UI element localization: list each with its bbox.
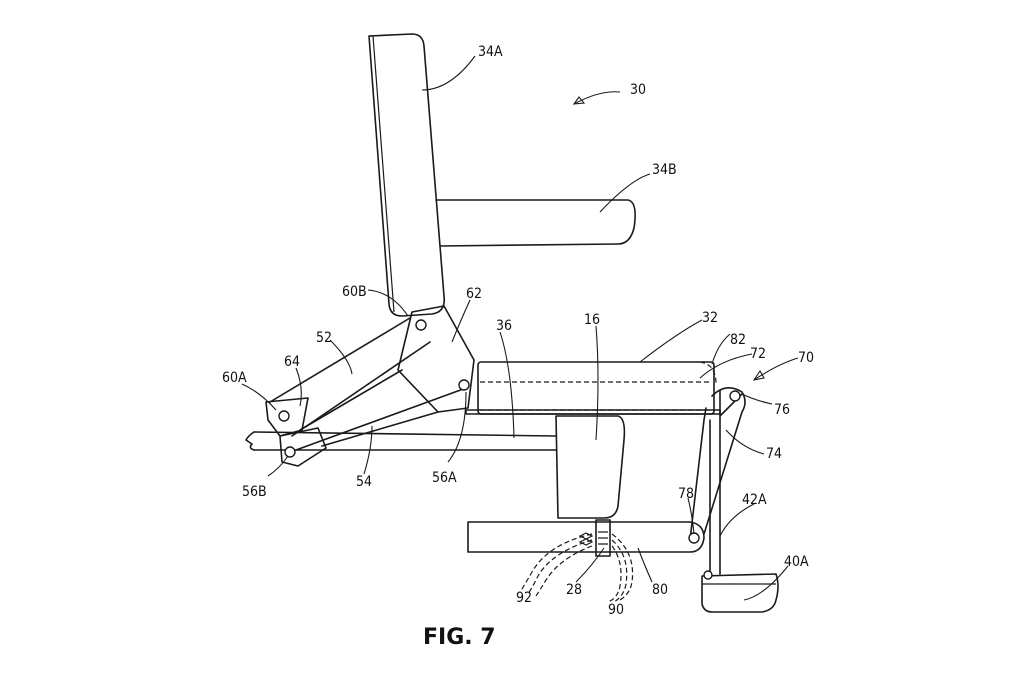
label-bracket: 62	[466, 286, 482, 302]
label-foot: 40A	[784, 554, 809, 570]
foot-40a	[701, 573, 779, 613]
label-hinge: 72	[750, 346, 766, 362]
label-mechanism: 70	[798, 350, 814, 366]
figure-caption: FIG. 7	[423, 625, 496, 650]
lever-80	[467, 521, 705, 553]
label-pivot-76: 76	[774, 402, 790, 418]
pivots	[278, 319, 741, 580]
label-rod: 42A	[742, 492, 767, 508]
pivot-60b	[415, 319, 427, 331]
plate-56b	[279, 427, 327, 467]
label-link-lower: 54	[356, 474, 372, 490]
label-plate: 64	[284, 354, 300, 370]
pivot-76	[729, 390, 741, 402]
label-pivot-60b: 60B	[342, 284, 367, 300]
pivot-78	[688, 532, 700, 544]
base-16	[555, 415, 626, 519]
label-lever: 80	[652, 582, 668, 598]
rail-36	[245, 431, 557, 451]
label-wires-90: 90	[608, 602, 624, 618]
link-54	[295, 387, 467, 451]
label-pivot-56a: 56A	[432, 470, 457, 486]
label-link-upper: 52	[316, 330, 332, 346]
pivot-56b	[284, 446, 296, 458]
label-rail: 36	[496, 318, 512, 334]
label-armrest: 34B	[652, 162, 677, 178]
bracket-62	[397, 305, 475, 413]
armrest-34b	[435, 199, 636, 247]
pivot-56a	[458, 379, 470, 391]
label-dashed-line: 82	[730, 332, 746, 348]
label-base: 16	[584, 312, 600, 328]
label-pivot-56b: 56B	[242, 484, 267, 500]
label-wires-92: 92	[516, 590, 532, 606]
label-pivot-60a: 60A	[222, 370, 247, 386]
post-28	[595, 519, 611, 557]
wires	[519, 532, 634, 603]
label-seatback: 34A	[478, 44, 503, 60]
label-post: 28	[566, 582, 582, 598]
pivot-60a	[278, 410, 290, 422]
mechanism-70	[689, 387, 746, 575]
label-assembly: 30	[630, 82, 646, 98]
pivot-40a	[703, 570, 713, 580]
leader-lines	[241, 55, 799, 601]
link-52	[269, 317, 431, 437]
label-pivot-78: 78	[678, 486, 694, 502]
label-cushion: 32	[702, 310, 718, 326]
labels: 34A 30 34B 60B 62 36 16 32 82 72 70 76 7…	[222, 44, 814, 618]
cushion-32	[465, 361, 721, 415]
seatback-34a	[368, 33, 446, 317]
label-arm: 74	[766, 446, 782, 462]
